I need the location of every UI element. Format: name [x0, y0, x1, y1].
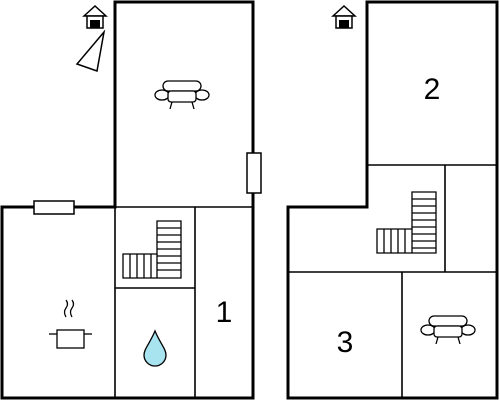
- stairs-icon: [122, 220, 182, 279]
- sofa-icon: [154, 80, 210, 110]
- water-drop-icon: [143, 329, 167, 367]
- ground-floor-plan: 1: [0, 0, 262, 400]
- window-left-top: [33, 200, 75, 215]
- sofa-icon: [420, 315, 476, 345]
- house-entrance-icon: [331, 4, 357, 29]
- stairs-icon: [376, 191, 437, 254]
- window-right-side: [246, 152, 262, 194]
- cooking-pot-icon: [49, 299, 92, 349]
- house-entrance-icon: [82, 4, 108, 29]
- upper-floor-plan: 2 3: [286, 0, 499, 400]
- ground-floor-interior-walls: [114, 2, 253, 398]
- room-label-1: 1: [216, 296, 233, 329]
- ground-floor-outer-wall: [0, 0, 255, 400]
- room-label-3: 3: [337, 326, 354, 359]
- upper-floor-outer-wall: [286, 0, 499, 400]
- room-label-2: 2: [424, 73, 441, 106]
- compass-north-icon: [75, 29, 106, 72]
- upper-floor-interior-walls: [288, 2, 497, 398]
